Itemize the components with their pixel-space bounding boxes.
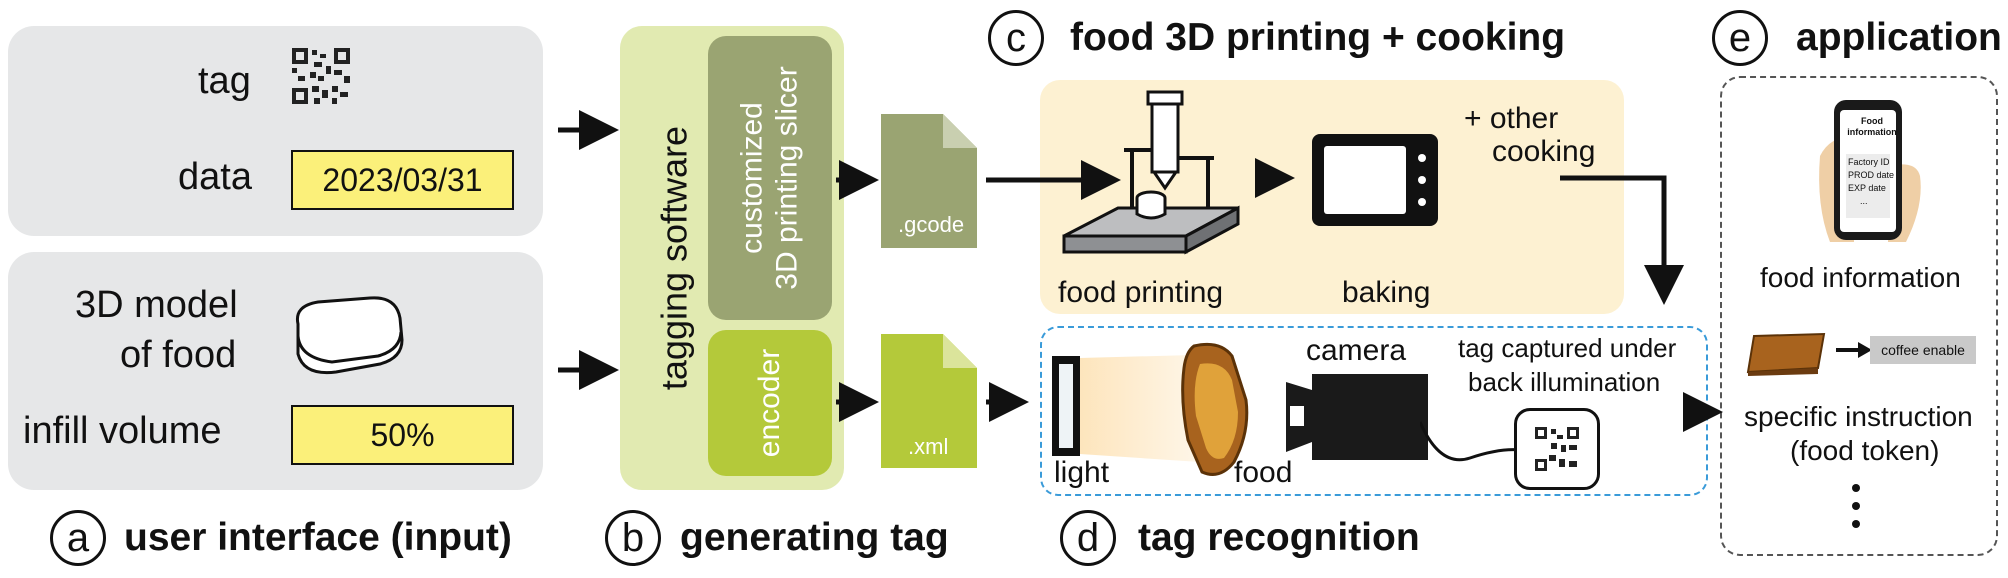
phone-title-line2: information — [1847, 126, 1897, 137]
qr-code-icon — [292, 48, 350, 104]
phone-line-factory: Factory ID — [1848, 157, 1890, 167]
captured-qr-icon — [1535, 427, 1579, 471]
other-cooking-line1: + other — [1464, 102, 1559, 135]
infill-label: infill volume — [23, 410, 222, 452]
baking-label: baking — [1342, 276, 1431, 309]
camera-label: camera — [1306, 334, 1407, 367]
oven-icon — [1312, 134, 1438, 226]
section-c-marker: c — [988, 10, 1044, 66]
phone-line-more: ... — [1860, 196, 1868, 207]
captured-label-line2: back illumination — [1468, 367, 1661, 397]
phone-title-line1: Food — [1861, 116, 1883, 126]
tag-label: tag — [198, 60, 251, 102]
xml-file-icon — [881, 334, 977, 468]
model-label-line1: 3D model — [75, 284, 238, 326]
section-d-title: tag recognition — [1138, 516, 1420, 559]
data-field[interactable]: 2023/03/31 — [291, 150, 514, 210]
phone-details: Factory ID PROD date EXP date ... — [1848, 156, 1894, 208]
food-token-icon — [1746, 332, 1826, 376]
arrow-cooking-to-recognition — [1560, 175, 1684, 305]
food-printing-label: food printing — [1058, 276, 1224, 309]
token-arrow — [1836, 342, 1872, 358]
infill-field[interactable]: 50% — [291, 405, 514, 465]
section-e-marker: e — [1712, 10, 1768, 66]
gcode-file-icon — [881, 114, 977, 248]
section-b-title: generating tag — [680, 516, 949, 559]
section-b-marker: b — [605, 510, 661, 566]
phone-line-prod: PROD date — [1848, 170, 1895, 181]
food-printer-icon — [1062, 90, 1240, 255]
light-label: light — [1054, 456, 1110, 489]
xml-extension: .xml — [908, 434, 949, 459]
gcode-extension: .gcode — [898, 212, 965, 237]
phone-line-exp: EXP date — [1848, 183, 1886, 194]
section-e-title: application — [1796, 16, 2002, 59]
section-d-marker: d — [1060, 510, 1116, 566]
section-a-marker: a — [50, 510, 106, 566]
section-a-title: user interface (input) — [124, 516, 512, 559]
encoder-box — [708, 330, 832, 476]
other-cooking-line2: cooking — [1492, 135, 1596, 168]
data-label: data — [178, 156, 252, 198]
food-label: food — [1234, 456, 1293, 489]
application-box — [1720, 76, 1998, 556]
smartphone-hand-icon — [1819, 100, 1921, 242]
section-c-title: food 3D printing + cooking — [1070, 16, 1566, 59]
camera-cable — [1420, 421, 1521, 462]
coffee-enable-badge: coffee enable — [1870, 336, 1976, 364]
camera-icon — [1286, 374, 1428, 460]
food-token-image — [1181, 342, 1249, 476]
more-ellipsis-icon — [1852, 484, 1860, 528]
specific-instruction-line2: (food token) — [1790, 435, 1940, 466]
captured-label-line1: tag captured under — [1458, 333, 1677, 363]
food-information-label: food information — [1760, 262, 1961, 293]
model-label-line2: of food — [120, 334, 237, 376]
food-model-icon — [295, 296, 404, 375]
specific-instruction-line1: specific instruction — [1744, 401, 1973, 432]
slicer-box — [708, 36, 832, 320]
phone-title: Food information — [1842, 116, 1902, 138]
